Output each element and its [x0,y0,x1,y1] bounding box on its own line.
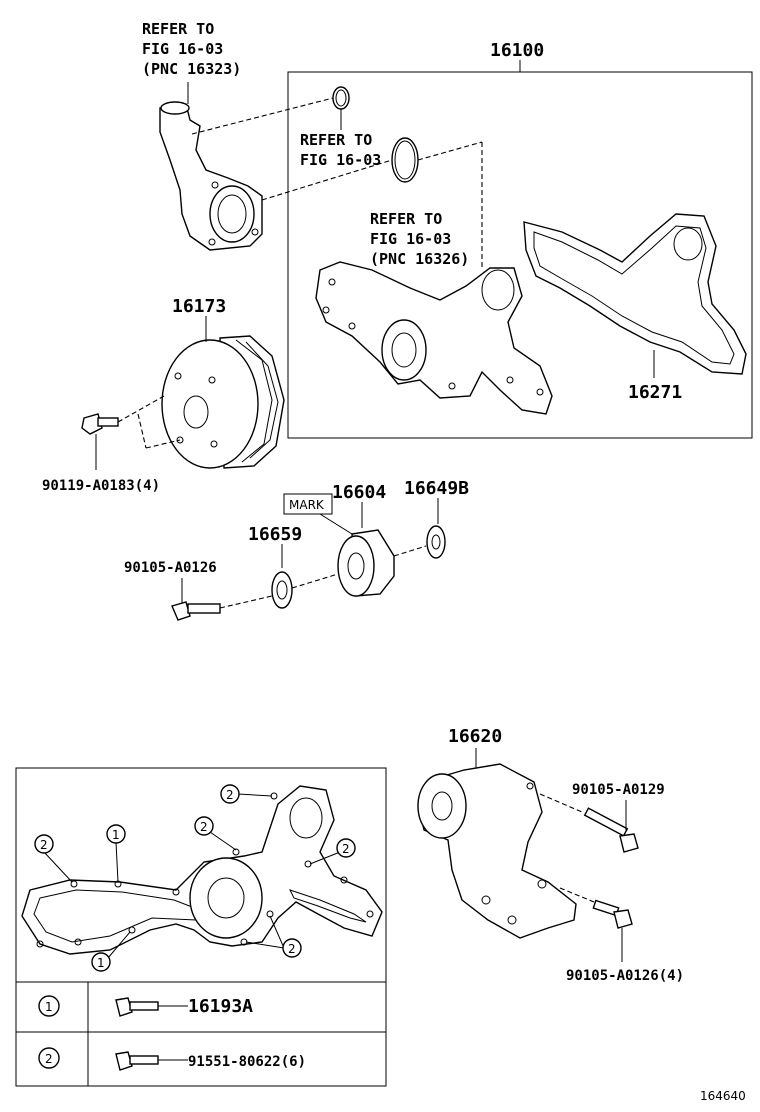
refer-label: (PNC 16323) [142,60,241,78]
callout-number: 2 [288,942,296,956]
legend-part-number: 91551-80622(6) [188,1054,306,1070]
idler-pulley [337,529,395,597]
callout-2: 2 [220,784,240,804]
refer-label: REFER TO [142,20,214,38]
water-pump-gasket [523,213,747,378]
idler-bolt [171,545,427,621]
part-number-90105-a0126: 90105-A0126 [124,560,217,576]
refer-label: REFER TO [300,131,372,149]
callout-2: 2 [194,816,214,836]
water-pump-body [315,261,553,415]
refer-label: FIG 16-03 [142,40,223,58]
callout-2: 2 [34,834,54,854]
part-number-16620: 16620 [448,726,502,747]
water-inlet-housing [159,82,263,251]
pulley-bolt [81,395,181,470]
idler-washer-16649b [426,525,446,559]
callout-2: 2 [282,938,302,958]
callout-number: 1 [97,956,105,970]
part-number-90105-a0126-4: 90105-A0126(4) [566,968,684,984]
tensioner-bolt-a0126 [559,887,633,962]
figure-id: 164640 [700,1089,746,1103]
refer-label: REFER TO [370,210,442,228]
part-number-90105-a0129: 90105-A0129 [572,782,665,798]
legend-row-1: 1 16193A [38,995,253,1017]
callout-number: 1 [112,828,120,842]
callout-number: 2 [200,820,208,834]
callout-number: 2 [40,838,48,852]
refer-label: FIG 16-03 [300,151,381,169]
tensioner-bolt-a0129 [539,793,639,853]
part-number-16100: 16100 [490,40,544,61]
mark-label: MARK [289,498,325,512]
refer-label: FIG 16-03 [370,230,451,248]
part-number-16271: 16271 [628,382,682,403]
callout-number: 2 [226,788,234,802]
small-o-ring [191,86,350,135]
idler-washer-16659 [271,571,293,609]
water-pump-pulley [161,316,285,469]
legend-marker: 1 [45,1000,53,1014]
callout-number: 2 [342,842,350,856]
part-number-16659: 16659 [248,524,302,545]
legend-marker: 2 [45,1052,53,1066]
part-number-16604: 16604 [332,482,386,503]
belt-tensioner [417,763,577,939]
part-number-16649b: 16649B [404,478,469,499]
large-o-ring [261,137,483,268]
legend-row-2: 2 91551-80622(6) [38,1047,306,1071]
callout-1: 1 [91,952,111,972]
callout-1: 1 [106,824,126,844]
part-number-90119-a0183: 90119-A0183(4) [42,478,160,494]
callout-2: 2 [336,838,356,858]
part-number-16173: 16173 [172,296,226,317]
legend-part-number: 16193A [188,996,253,1017]
mark-box [283,493,333,515]
refer-label: (PNC 16326) [370,250,469,268]
bolt-location-legend: 1 1 2 2 2 2 2 1 [15,767,387,1087]
